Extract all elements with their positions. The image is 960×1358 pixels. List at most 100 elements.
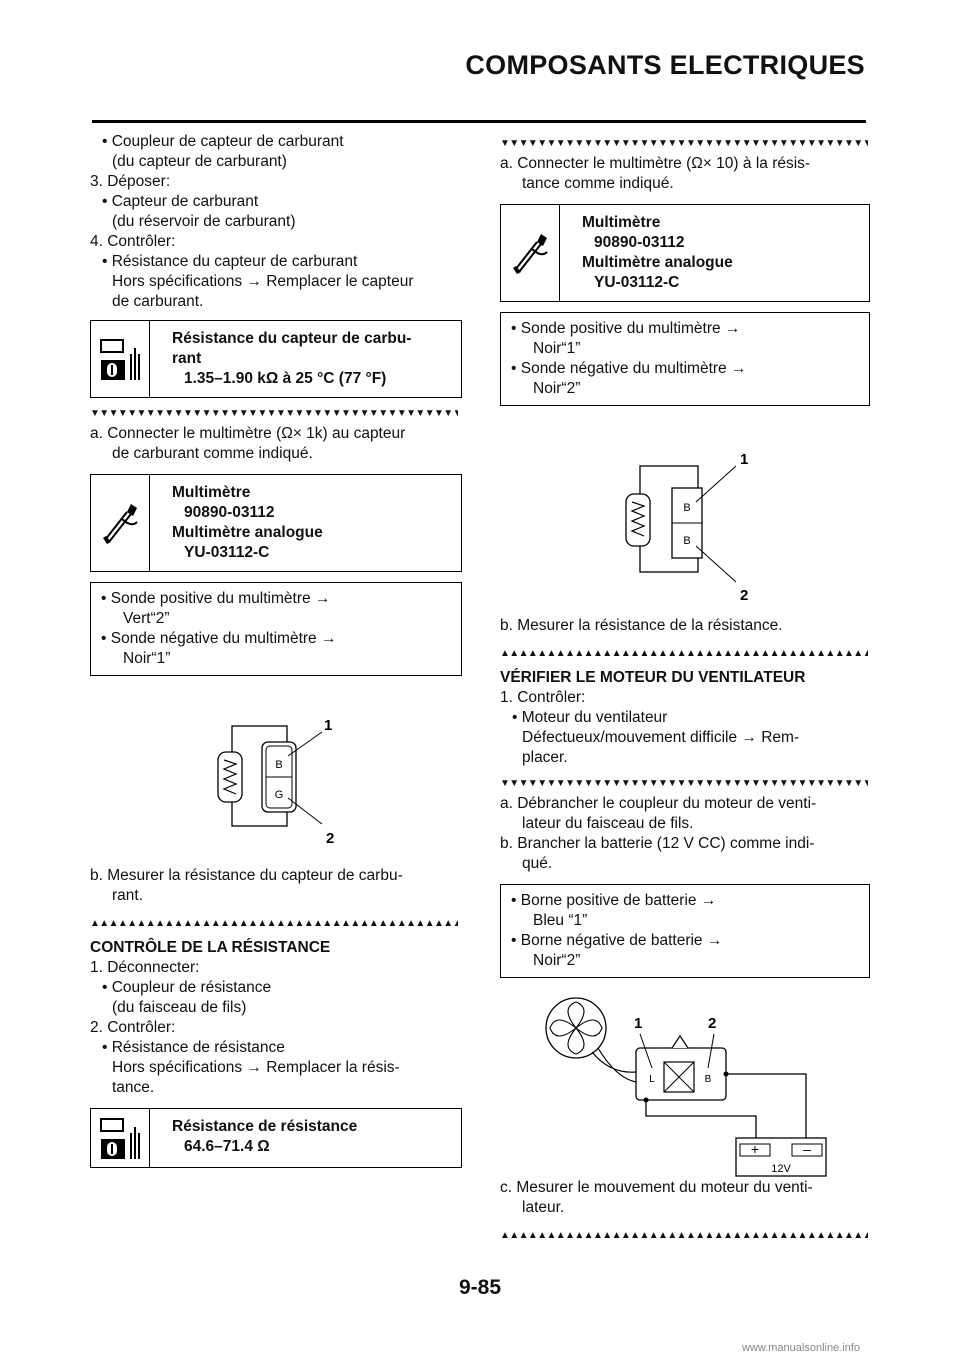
note-line: • Sonde positive du multimètre → <box>511 320 741 337</box>
probe-note-right: • Sonde positive du multimètre → Noir“1”… <box>500 312 870 406</box>
pin-label: B <box>683 535 690 547</box>
arrows-down: ▼▼▼▼▼▼▼▼▼▼▼▼▼▼▼▼▼▼▼▼▼▼▼▼▼▼▼▼▼▼▼▼▼▼▼▼▼▼▼▼ <box>500 778 868 789</box>
arrows-up: ▲▲▲▲▲▲▲▲▲▲▲▲▲▲▲▲▲▲▲▲▲▲▲▲▲▲▲▲▲▲▲▲▲▲▲▲▲▲▲▲ <box>90 918 458 929</box>
text-line: • Résistance du capteur de carburant <box>102 253 358 270</box>
spec-box-fuel-sensor: Résistance du capteur de carbu- rant 1.3… <box>90 320 462 398</box>
fuel-sensor-diagram: B G 1 2 <box>90 686 462 866</box>
left-intro: • Coupleur de capteur de carburant (du ca… <box>90 132 462 312</box>
spec-label: Résistance du capteur de carbu- <box>172 330 412 347</box>
step-b: b. Mesurer la résistance de la résistanc… <box>500 617 783 634</box>
battery-note: • Borne positive de batterie → Bleu “1” … <box>500 884 870 978</box>
probe-note-left: • Sonde positive du multimètre → Vert“2”… <box>90 582 462 676</box>
step-b-line2: rant. <box>112 887 144 904</box>
text-line: tance. <box>112 1079 155 1096</box>
text-line: • Coupleur de résistance <box>102 979 272 996</box>
tool-name-alt: Multimètre analogue <box>582 254 733 271</box>
left-column: • Coupleur de capteur de carburant (du ca… <box>90 132 462 1178</box>
text-line: 1. Déconnecter: <box>90 959 200 976</box>
text-line: Défectueux/mouvement difficile → Rem- <box>522 729 800 746</box>
text-line: 1. Contrôler: <box>500 689 586 706</box>
step-line: qué. <box>522 855 553 872</box>
callout-2: 2 <box>326 830 334 847</box>
arrows-up: ▲▲▲▲▲▲▲▲▲▲▲▲▲▲▲▲▲▲▲▲▲▲▲▲▲▲▲▲▲▲▲▲▲▲▲▲▲▲▲▲ <box>500 1230 868 1241</box>
step-c-line2: lateur. <box>522 1199 565 1216</box>
note-line: • Borne positive de batterie → <box>511 892 717 909</box>
minus-sign: – <box>803 1141 811 1157</box>
arrows-down: ▼▼▼▼▼▼▼▼▼▼▼▼▼▼▼▼▼▼▼▼▼▼▼▼▼▼▼▼▼▼▼▼▼▼▼▼▼▼▼▼ <box>500 138 868 149</box>
tool-name: Multimètre <box>582 214 661 231</box>
step-b-line1: b. Mesurer la résistance du capteur de c… <box>90 867 403 884</box>
pin-label: B <box>275 759 282 771</box>
text-line: (du réservoir de carburant) <box>112 213 296 230</box>
tool-code-alt: YU-03112-C <box>594 274 680 291</box>
text-line: Hors spécifications → Remplacer le capte… <box>112 273 414 290</box>
tool-box-left: Multimètre 90890-03112 Multimètre analog… <box>90 474 462 572</box>
spec-icon <box>91 1109 150 1167</box>
arrows-up: ▲▲▲▲▲▲▲▲▲▲▲▲▲▲▲▲▲▲▲▲▲▲▲▲▲▲▲▲▲▲▲▲▲▲▲▲▲▲▲▲ <box>500 648 868 659</box>
callout-1: 1 <box>634 1015 642 1032</box>
wrench-icon <box>91 475 150 571</box>
note-line: Noir“2” <box>533 380 581 397</box>
tool-code: 90890-03112 <box>184 504 275 521</box>
spec-label: Résistance de résistance <box>172 1118 358 1135</box>
note-line: • Borne négative de batterie → <box>511 932 723 949</box>
pin-label: L <box>649 1074 655 1085</box>
arrows-down: ▼▼▼▼▼▼▼▼▼▼▼▼▼▼▼▼▼▼▼▼▼▼▼▼▼▼▼▼▼▼▼▼▼▼▼▼▼▼▼▼ <box>90 408 458 419</box>
text-line: • Coupleur de capteur de carburant <box>102 133 344 150</box>
tool-box-right: Multimètre 90890-03112 Multimètre analog… <box>500 204 870 302</box>
note-line: Vert“2” <box>123 610 170 627</box>
text-line: • Résistance de résistance <box>102 1039 285 1056</box>
step-a-line2: de carburant comme indiqué. <box>112 445 313 462</box>
text-line: Hors spécifications → Remplacer la résis… <box>112 1059 400 1076</box>
plus-sign: + <box>751 1141 759 1157</box>
text-line: (du capteur de carburant) <box>112 153 287 170</box>
header-rule <box>92 120 866 123</box>
pin-label: G <box>275 789 284 801</box>
step-a-line1: a. Connecter le multimètre (Ω× 1k) au ca… <box>90 425 406 442</box>
step-line: lateur du faisceau de fils. <box>522 815 694 832</box>
note-line: • Sonde négative du multimètre → <box>511 360 747 377</box>
step-a-line2: tance comme indiqué. <box>522 175 674 192</box>
step-line: a. Débrancher le coupleur du moteur de v… <box>500 795 817 812</box>
text-line: 2. Contrôler: <box>90 1019 176 1036</box>
note-line: Noir“1” <box>123 650 171 667</box>
tool-code: 90890-03112 <box>594 234 685 251</box>
text-line: (du faisceau de fils) <box>112 999 247 1016</box>
section-title-resistance: CONTRÔLE DE LA RÉSISTANCE <box>90 939 331 956</box>
text-line: • Moteur du ventilateur <box>512 709 668 726</box>
note-line: Bleu “1” <box>533 912 588 929</box>
pin-label: B <box>683 502 690 514</box>
tool-name-alt: Multimètre analogue <box>172 524 323 541</box>
note-line: • Sonde négative du multimètre → <box>101 630 337 647</box>
watermark: www.manualsonline.info <box>741 1342 860 1354</box>
callout-2: 2 <box>708 1015 716 1032</box>
spec-value: 64.6–71.4 Ω <box>184 1138 270 1155</box>
spec-icon <box>91 321 150 397</box>
tool-name: Multimètre <box>172 484 251 501</box>
text-line: de carburant. <box>112 293 204 310</box>
spec-label-cont: rant <box>172 350 202 367</box>
text-line: 4. Contrôler: <box>90 233 176 250</box>
step-a-line1: a. Connecter le multimètre (Ω× 10) à la … <box>500 155 811 172</box>
spec-value: 1.35–1.90 kΩ à 25 °C (77 °F) <box>184 370 387 387</box>
callout-1: 1 <box>740 451 748 468</box>
left-section-lines: 1. Déconnecter: • Coupleur de résistance (… <box>90 958 462 1098</box>
resistor-diagram: B B 1 2 <box>500 416 870 616</box>
note-line: Noir“2” <box>533 952 581 969</box>
wrench-icon <box>501 205 560 301</box>
page-title: COMPOSANTS ELECTRIQUES <box>465 50 865 80</box>
text-line: • Capteur de carburant <box>102 193 259 210</box>
text-line: 3. Déposer: <box>90 173 171 190</box>
note-line: • Sonde positive du multimètre → <box>101 590 331 607</box>
callout-1: 1 <box>324 717 332 734</box>
tool-code-alt: YU-03112-C <box>184 544 270 561</box>
pin-label: B <box>705 1074 712 1085</box>
right-column: ▼▼▼▼▼▼▼▼▼▼▼▼▼▼▼▼▼▼▼▼▼▼▼▼▼▼▼▼▼▼▼▼▼▼▼▼▼▼▼▼… <box>500 132 870 1246</box>
page-number: 9-85 <box>458 1276 502 1299</box>
text-line: placer. <box>522 749 568 766</box>
step-line: b. Brancher la batterie (12 V CC) comme … <box>500 835 815 852</box>
fan-motor-diagram: L B 1 2 + – 12V <box>500 988 870 1178</box>
callout-2: 2 <box>740 587 748 604</box>
section-title-fan: VÉRIFIER LE MOTEUR DU VENTILATEUR <box>500 669 806 686</box>
